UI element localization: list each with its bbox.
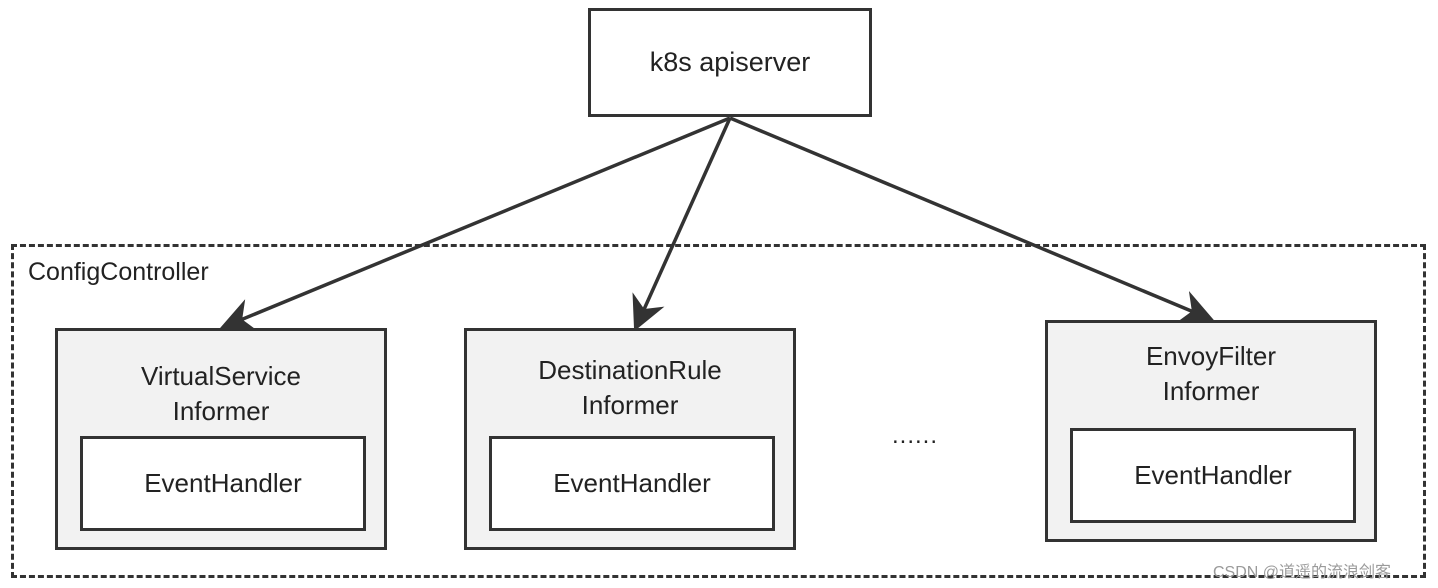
arrow-to-envoyfilter [729,116,1215,324]
arrow-to-virtualservice [219,116,731,332]
config-controller-label: ConfigController [28,258,209,286]
event-handler-box: EventHandler [489,436,775,531]
informer-title-line1: VirtualService [141,361,301,391]
k8s-apiserver-box: k8s apiserver [588,8,872,117]
informer-title-line1: DestinationRule [538,355,722,385]
arrow-to-destinationrule [632,117,732,332]
informer-title-line1: EnvoyFilter [1145,341,1277,371]
k8s-apiserver-label: k8s apiserver [649,47,811,77]
config-controller-container [11,244,1426,578]
informer-title-line2: Informer [581,390,679,420]
event-handler-box: EventHandler [1070,428,1356,523]
event-handler-box: EventHandler [80,436,366,531]
virtualservice-informer-box: VirtualService Informer EventHandler [55,328,387,550]
informer-title-line2: Informer [1162,376,1260,406]
event-handler-label: EventHandler [144,468,302,498]
destinationrule-informer-box: DestinationRule Informer EventHandler [464,328,796,550]
informer-title-line2: Informer [172,396,270,426]
envoyfilter-informer-box: EnvoyFilter Informer EventHandler [1045,320,1377,542]
event-handler-label: EventHandler [553,468,711,498]
csdn-watermark: CSDN @道遥的流浪剑客 [1213,564,1392,581]
more-informers-ellipsis: ...... [892,422,939,449]
event-handler-label: EventHandler [1134,460,1292,490]
